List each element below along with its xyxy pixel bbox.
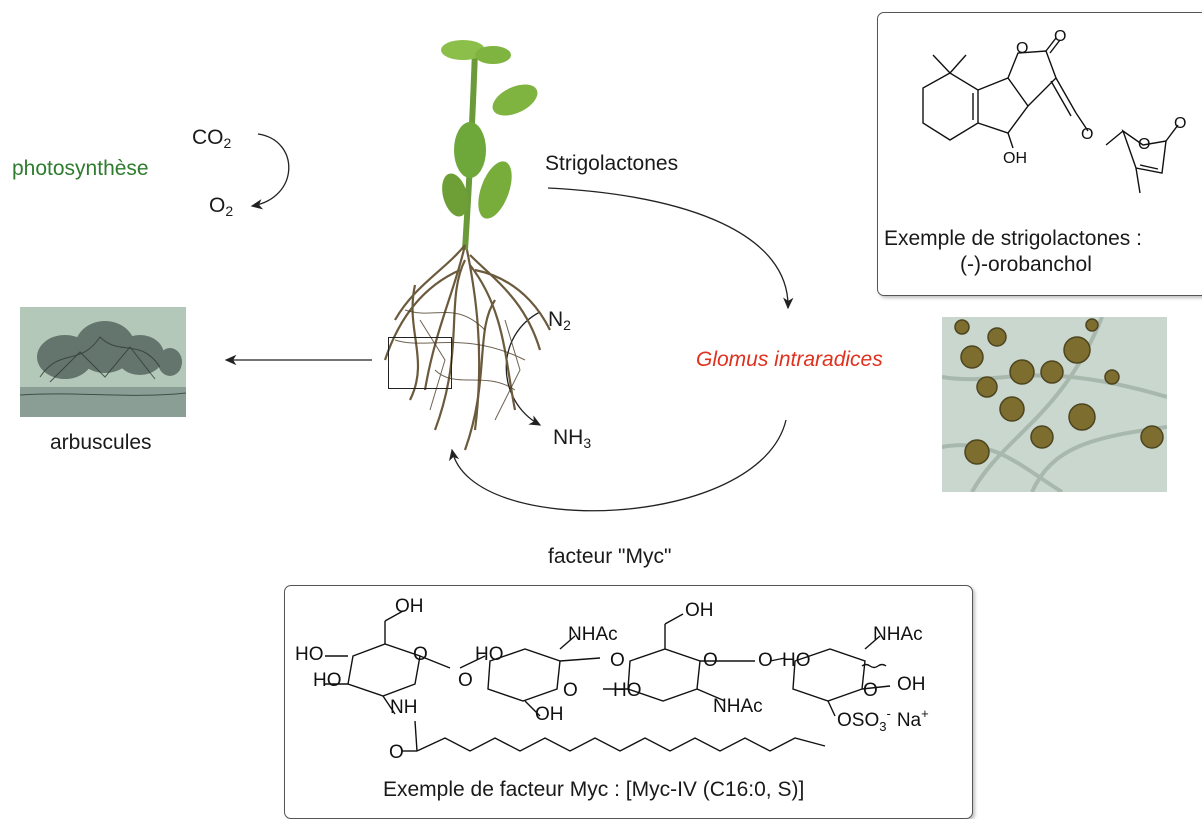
myc-atom-oh-top1: OH bbox=[395, 596, 424, 617]
myc-atom-nhac3: NHAc bbox=[873, 624, 923, 645]
strigolactone-caption-line1: Exemple de strigolactones : bbox=[884, 227, 1142, 250]
myc-factor-arrow bbox=[448, 419, 787, 512]
myc-atom-o-link1: O bbox=[458, 670, 473, 691]
myc-atom-o-ring4: O bbox=[863, 680, 878, 701]
plant-illustration bbox=[383, 40, 551, 451]
nitrogen-arrow bbox=[505, 311, 542, 426]
strigolactone-caption-line2: (-)-orobanchol bbox=[960, 253, 1092, 276]
co2-text: CO bbox=[192, 126, 224, 149]
myc-atom-oh-bottom: OH bbox=[535, 704, 564, 725]
arbuscules-label: arbuscules bbox=[50, 431, 152, 454]
myc-atom-o-ring3: O bbox=[703, 650, 718, 671]
co2-label: CO2 bbox=[192, 126, 231, 151]
myc-atom-o-carbonyl: O bbox=[389, 742, 404, 761]
myc-atom-na-sup: + bbox=[921, 706, 929, 721]
orobanchol-structure: O O O O O OH bbox=[922, 28, 1186, 194]
strigolactones-label: Strigolactones bbox=[545, 152, 679, 175]
myc-atom-o-ring1: O bbox=[413, 644, 428, 665]
myc-atom-oso3: OSO3-Na+ bbox=[837, 706, 929, 734]
fungus-micrograph bbox=[942, 317, 1167, 492]
orobanchol-atom-o3: O bbox=[1081, 126, 1093, 143]
orobanchol-atom-o2: O bbox=[1054, 28, 1066, 45]
orobanchol-atom-o4: O bbox=[1138, 136, 1150, 153]
orobanchol-atom-oh: OH bbox=[1003, 150, 1027, 167]
o2-subscript: 2 bbox=[225, 203, 234, 219]
orobanchol-atom-o1: O bbox=[1016, 40, 1028, 57]
o2-label: O2 bbox=[209, 194, 233, 219]
nh3-label: NH3 bbox=[553, 426, 591, 451]
myc-atom-oh-right: OH bbox=[897, 674, 926, 695]
n2-subscript: 2 bbox=[563, 317, 571, 333]
myc-atom-oso3-sub: 3 bbox=[879, 719, 886, 734]
myc-factor-caption: Exemple de facteur Myc : [Myc-IV (C16:0,… bbox=[383, 778, 805, 801]
myc-atom-nhac2: NHAc bbox=[713, 696, 763, 717]
orobanchol-atom-o5: O bbox=[1174, 115, 1186, 132]
photosynthesis-arrow bbox=[250, 133, 290, 210]
photosynthesis-label: photosynthèse bbox=[12, 157, 149, 180]
n2-text: N bbox=[548, 308, 564, 331]
n2-label: N2 bbox=[548, 308, 571, 333]
arbuscules-micrograph bbox=[20, 307, 186, 417]
strigolactone-example-box: O O O O O OH Exemple de strigolactones :… bbox=[877, 12, 1202, 296]
myc-atom-ho-left2: HO bbox=[313, 670, 342, 691]
o2-text: O bbox=[209, 194, 226, 217]
myc-factor-example-box: OH HO HO O NH O HO O NHAc O OH O OH HO O… bbox=[284, 585, 973, 819]
myc-atom-o-link3: O bbox=[758, 650, 773, 671]
myc-atom-ho-mid3: HO bbox=[782, 650, 811, 671]
myc-factor-label: facteur "Myc" bbox=[548, 545, 672, 568]
myc-atom-nhac1: NHAc bbox=[568, 624, 618, 645]
myc-factor-structure: OH HO HO O NH O HO O NHAc O OH O OH HO O… bbox=[295, 596, 929, 761]
myc-atom-oso3-text: OSO bbox=[837, 710, 879, 731]
myc-atom-oh-top2: OH bbox=[685, 600, 714, 621]
nh3-text: NH bbox=[553, 426, 584, 449]
root-highlight-box bbox=[388, 337, 452, 389]
co2-subscript: 2 bbox=[223, 135, 232, 151]
myc-atom-ho-left1: HO bbox=[295, 644, 324, 665]
fungus-name: Glomus intraradices bbox=[696, 348, 883, 371]
myc-atom-nh: NH bbox=[390, 697, 417, 718]
myc-atom-ho-mid1: HO bbox=[475, 644, 504, 665]
myc-atom-ho-mid2: HO bbox=[613, 680, 642, 701]
myc-atom-oso3-sup: - bbox=[886, 706, 890, 721]
myc-atom-o-link2: O bbox=[610, 650, 625, 671]
strigolactones-arrow bbox=[547, 187, 794, 310]
myc-atom-o-ring2: O bbox=[563, 680, 578, 701]
nh3-subscript: 3 bbox=[583, 435, 592, 451]
myc-atom-na: Na bbox=[897, 710, 922, 731]
